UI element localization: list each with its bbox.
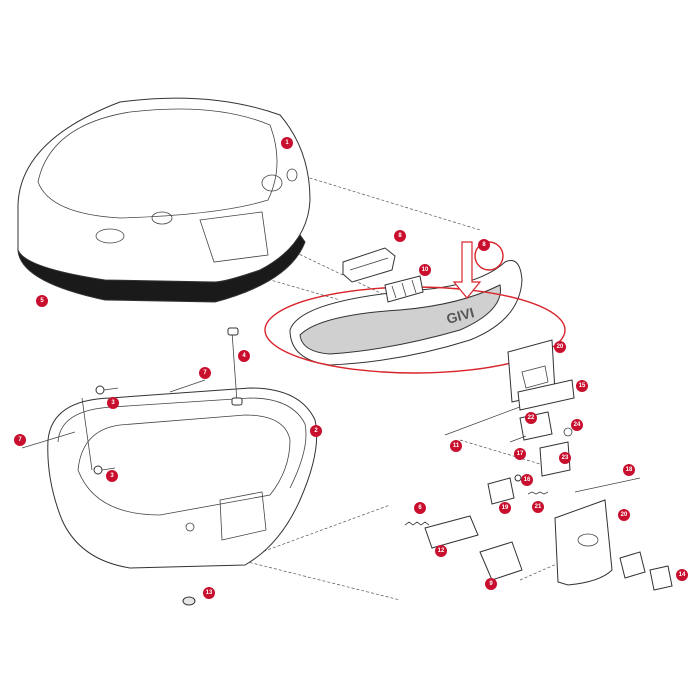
pins-7 [21,379,206,449]
callout-16: 16 [521,474,533,486]
callout-4: 4 [238,350,250,362]
latch-hook-9 [479,541,523,581]
lock-key [649,565,673,591]
callout-label: 20 [557,344,564,350]
lid-top-panel [37,108,278,219]
lock-spring-24 [563,427,573,437]
callout-label: 5 [40,298,44,304]
lock-catch-23 [539,441,571,477]
callout-12: 12 [435,545,447,557]
callout-label: 16 [524,477,531,483]
callout-22: 22 [525,412,537,424]
latch-parts [404,515,523,581]
callout-label: 6 [418,505,422,511]
callout-24: 24 [571,419,583,431]
lid-light-right-small [286,168,298,182]
callout-label: 3 [110,473,114,479]
rubber-foot-13 [182,596,196,606]
lock-washer-16 [514,474,522,482]
backrest-logo: GIVI [445,304,476,327]
callout-20: 20 [618,509,630,521]
callout-label: 8 [482,242,486,248]
callout-6: 6 [414,502,426,514]
callout-20: 20 [554,341,566,353]
install-arrow [452,241,482,299]
callout-label: 4 [242,353,246,359]
callout-13: 13 [203,587,215,599]
latch-plate-12 [424,515,479,549]
top-case-lid [17,97,311,303]
base-drain-hole [185,522,195,532]
callout-label: 7 [18,437,22,443]
callout-8: 8 [478,239,490,251]
callout-14: 14 [676,569,688,581]
callout-label: 24 [574,422,581,428]
callout-label: 23 [562,455,569,461]
lock-housing-20 [554,499,613,586]
callout-5: 5 [36,295,48,307]
lock-pin-17 [509,435,527,443]
lock-spring-21 [527,491,549,495]
callout-11: 11 [450,440,462,452]
callout-15: 15 [576,380,588,392]
base-inner-wall [77,414,291,516]
callout-2: 2 [310,425,322,437]
clip-part-10 [384,275,424,303]
callout-18: 18 [623,464,635,476]
callout-10: 10 [419,264,431,276]
callout-21: 21 [532,501,544,513]
lid-front-recess [199,211,269,263]
lock-rod-11 [444,404,526,436]
callout-8: 8 [394,230,406,242]
callout-9: 9 [485,578,497,590]
callout-label: 22 [528,415,535,421]
callout-label: 19 [502,505,509,511]
lid-light-right [261,174,283,192]
top-case-base [47,387,318,569]
screws-3 [93,385,119,475]
callout-label: 1 [285,140,289,146]
lock-mechanism [444,339,673,591]
callout-label: 10 [422,267,429,273]
callout-label: 14 [679,572,686,578]
callout-23: 23 [559,452,571,464]
callout-label: 3 [111,400,115,406]
lid-light-center [151,211,173,225]
callout-7: 7 [199,367,211,379]
backrest-perforated-zone [299,284,501,355]
lock-rod-18 [574,477,641,493]
callout-1: 1 [281,137,293,149]
callout-7: 7 [14,434,26,446]
base-rim [57,397,307,489]
base-outer [47,387,318,569]
lock-lever-19 [487,477,515,505]
callout-label: 20 [621,512,628,518]
lock-bracket-15 [517,379,575,411]
callout-label: 21 [535,504,542,510]
callout-label: 18 [626,467,633,473]
base-inner-block [219,491,267,541]
callout-3: 3 [107,397,119,409]
lid-light-left [95,228,125,244]
hinge-rods [81,327,243,471]
callout-label: 9 [489,581,493,587]
callout-3: 3 [106,470,118,482]
clip-part-8 [342,247,396,283]
lock-cylinder-14 [619,551,646,579]
backrest-pad: GIVI [264,241,566,374]
callout-label: 11 [453,443,460,449]
callout-17: 17 [514,448,526,460]
callout-label: 7 [203,370,207,376]
spring-6 [404,521,430,526]
callout-label: 17 [517,451,524,457]
callout-label: 13 [206,590,213,596]
callout-19: 19 [499,502,511,514]
callout-label: 2 [314,428,318,434]
callout-label: 15 [579,383,586,389]
lid-body [17,97,311,283]
callout-label: 12 [438,548,445,554]
callout-label: 8 [398,233,402,239]
